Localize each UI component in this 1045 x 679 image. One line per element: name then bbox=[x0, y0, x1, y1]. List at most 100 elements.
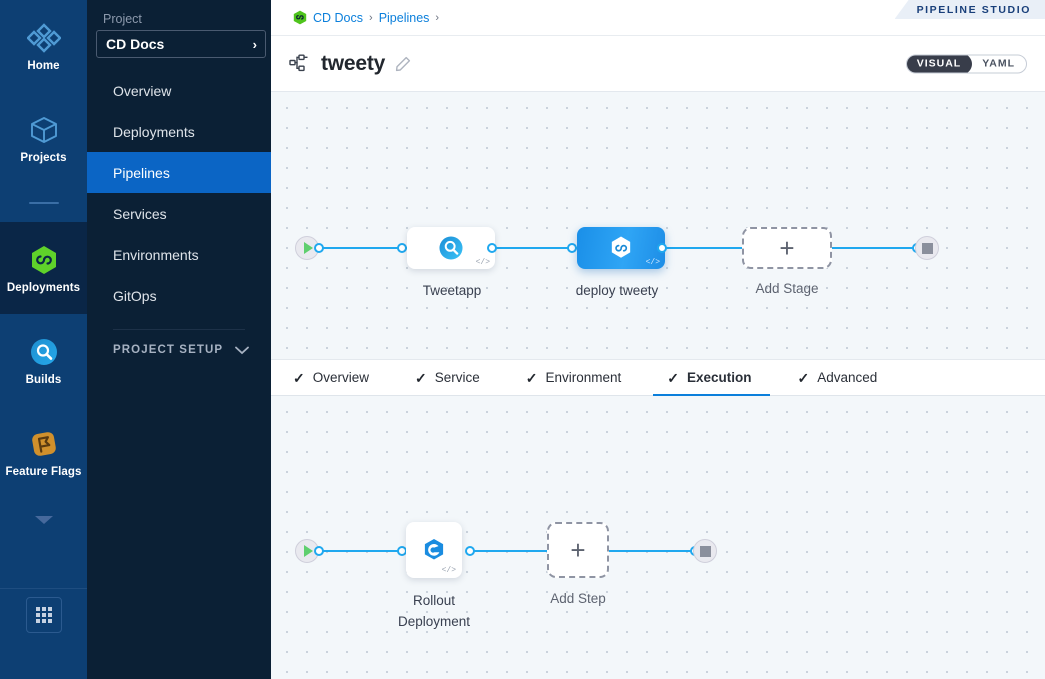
ci-stage-icon bbox=[439, 236, 463, 260]
pipeline-studio-badge: PIPELINE STUDIO bbox=[894, 0, 1045, 19]
step-code-marker: </> bbox=[441, 566, 456, 575]
rail-item-home[interactable]: Home bbox=[0, 0, 87, 92]
stage-label-tweetapp: Tweetapp bbox=[422, 283, 482, 298]
add-step-label: Add Step bbox=[550, 591, 606, 606]
tab-overview[interactable]: ✓ Overview bbox=[293, 360, 391, 396]
rail-item-feature-flags[interactable]: Feature Flags bbox=[0, 406, 87, 498]
tab-label: Environment bbox=[545, 370, 622, 385]
stage-node-deploy-tweety[interactable]: </> bbox=[577, 227, 665, 269]
app-grid-icon bbox=[35, 607, 52, 623]
port-tweetapp-out bbox=[487, 243, 497, 253]
plus-icon: + bbox=[570, 535, 586, 565]
sidebar-item-label: Deployments bbox=[113, 123, 195, 140]
check-icon: ✓ bbox=[415, 369, 427, 386]
rail-item-builds[interactable]: Builds bbox=[0, 314, 87, 406]
tab-label: Service bbox=[434, 370, 480, 385]
rail-item-deployments[interactable]: Deployments bbox=[0, 222, 87, 314]
project-selector[interactable]: CD Docs › bbox=[96, 30, 266, 58]
app-grid-button[interactable] bbox=[25, 597, 62, 633]
sidebar-item-gitops[interactable]: GitOps bbox=[87, 275, 271, 316]
add-stage-label: Add Stage bbox=[755, 281, 819, 296]
step-label-line2: Deployment bbox=[397, 614, 471, 629]
view-mode-toggle[interactable]: VISUAL YAML bbox=[905, 54, 1027, 73]
stage-node-tweetapp[interactable]: </> bbox=[407, 227, 495, 269]
port-start-out bbox=[314, 546, 324, 556]
edge-start-to-rollout bbox=[307, 550, 407, 552]
rail-bottom-section bbox=[0, 588, 87, 679]
check-icon: ✓ bbox=[525, 369, 538, 386]
deployments-hexagon-icon bbox=[31, 245, 56, 274]
edge-deploy-to-addstage bbox=[662, 247, 747, 249]
add-stage-button[interactable]: + bbox=[742, 227, 832, 269]
play-icon bbox=[304, 242, 313, 254]
check-icon: ✓ bbox=[667, 369, 680, 386]
tab-execution[interactable]: ✓ Execution bbox=[653, 360, 773, 397]
page-title: tweety bbox=[321, 51, 386, 75]
stage-config-tabs: ✓ Overview ✓ Service ✓ Environment ✓ Exe… bbox=[271, 360, 1045, 397]
step-label-rollout-deployment: Rollout Deployment bbox=[359, 590, 509, 632]
kubernetes-rollout-icon bbox=[424, 539, 444, 560]
feature-flag-icon bbox=[31, 431, 56, 456]
port-rollout-out bbox=[465, 546, 475, 556]
play-icon bbox=[304, 545, 313, 557]
stage-graph-canvas[interactable]: </> Tweetapp </> deploy tweety + Add Sta… bbox=[271, 92, 1045, 360]
sidebar-item-label: PROJECT SETUP bbox=[113, 344, 224, 356]
sidebar-item-label: Services bbox=[113, 205, 167, 222]
pipeline-title-bar: tweety VISUAL YAML bbox=[271, 36, 1045, 92]
rail-item-projects-label: Projects bbox=[20, 151, 67, 164]
sidebar-divider bbox=[113, 329, 245, 330]
edge-addstep-to-end bbox=[603, 550, 695, 552]
stop-icon bbox=[699, 545, 711, 557]
builds-magnifier-icon bbox=[30, 338, 57, 365]
rail-item-deployments-label: Deployments bbox=[6, 281, 81, 294]
add-step-button[interactable]: + bbox=[547, 522, 609, 578]
execution-graph-canvas[interactable]: </> Rollout Deployment + Add Step bbox=[271, 396, 1045, 679]
tab-environment[interactable]: ✓ Environment bbox=[526, 360, 644, 396]
port-deploy-out bbox=[657, 243, 667, 253]
port-tweetapp-in bbox=[397, 243, 407, 253]
rail-item-feature-flags-label: Feature Flags bbox=[5, 465, 82, 478]
end-node[interactable] bbox=[693, 539, 717, 563]
cube-icon bbox=[30, 116, 57, 143]
breadcrumb-link-cd-docs[interactable]: CD Docs bbox=[313, 10, 364, 25]
chevron-right-icon: › bbox=[252, 36, 257, 52]
check-icon: ✓ bbox=[797, 369, 810, 386]
edge-tweetapp-to-deploy bbox=[492, 247, 577, 249]
sidebar-item-overview[interactable]: Overview bbox=[87, 70, 271, 111]
rail-more-button[interactable] bbox=[0, 498, 87, 542]
project-selector-value: CD Docs bbox=[106, 36, 165, 52]
sidebar-item-pipelines[interactable]: Pipelines bbox=[87, 152, 271, 193]
check-icon: ✓ bbox=[293, 369, 305, 386]
project-section-label: Project bbox=[103, 12, 142, 26]
sidebar-item-label: Environments bbox=[113, 246, 199, 263]
tab-service[interactable]: ✓ Service bbox=[415, 360, 502, 396]
home-diamond-icon bbox=[26, 22, 61, 53]
toggle-visual[interactable]: VISUAL bbox=[906, 55, 973, 72]
edit-pencil-icon[interactable] bbox=[395, 56, 411, 72]
sidebar-item-project-setup[interactable]: PROJECT SETUP bbox=[87, 344, 271, 356]
stop-icon bbox=[921, 242, 933, 254]
breadcrumb-separator: › bbox=[435, 11, 440, 24]
sidebar-item-environments[interactable]: Environments bbox=[87, 234, 271, 275]
rail-item-projects[interactable]: Projects bbox=[0, 92, 87, 184]
sidebar-item-label: GitOps bbox=[113, 287, 157, 304]
sidebar-item-label: Pipelines bbox=[113, 164, 170, 181]
tab-label: Execution bbox=[687, 370, 752, 385]
breadcrumb-separator: › bbox=[369, 11, 373, 24]
tab-label: Advanced bbox=[817, 370, 878, 385]
stage-code-marker: </> bbox=[475, 258, 490, 267]
sidebar-item-deployments[interactable]: Deployments bbox=[87, 111, 271, 152]
step-node-rollout-deployment[interactable]: </> bbox=[406, 522, 462, 578]
primary-nav-rail: Home Projects Deployments bbox=[0, 0, 87, 679]
rail-divider bbox=[0, 184, 87, 222]
end-node[interactable] bbox=[915, 236, 939, 260]
tab-advanced[interactable]: ✓ Advanced bbox=[798, 360, 900, 396]
stage-code-marker: </> bbox=[645, 258, 660, 267]
rail-item-home-label: Home bbox=[27, 59, 60, 72]
tab-label: Overview bbox=[312, 370, 369, 385]
toggle-yaml[interactable]: YAML bbox=[982, 57, 1015, 70]
breadcrumb: CD Docs › Pipelines › PIPELINE STUDIO bbox=[271, 0, 1045, 36]
breadcrumb-link-pipelines[interactable]: Pipelines bbox=[378, 10, 430, 25]
sidebar-item-services[interactable]: Services bbox=[87, 193, 271, 234]
